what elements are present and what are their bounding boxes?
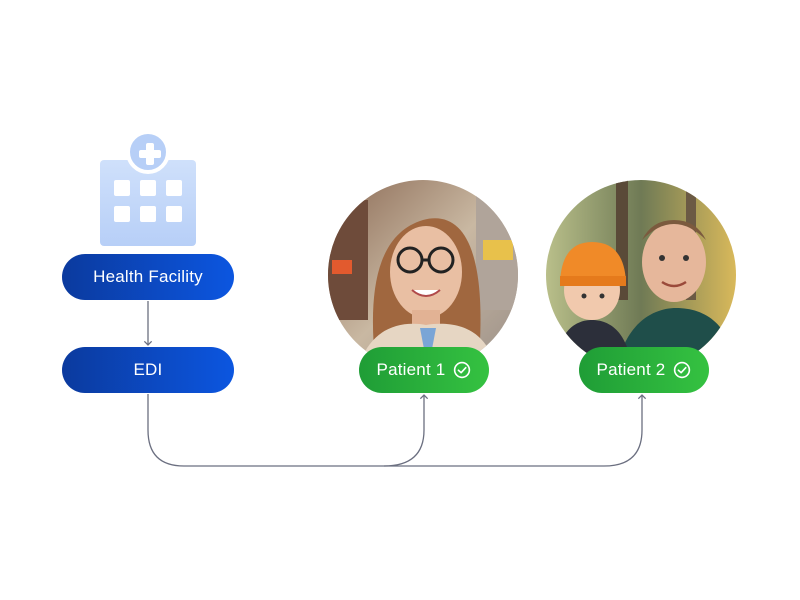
- patient2-label: Patient 2: [596, 360, 666, 379]
- check-circle-icon: [674, 361, 691, 379]
- patient2-node: Patient 2: [579, 347, 709, 393]
- patient1-node: Patient 1: [359, 347, 489, 393]
- patient2-photo: [546, 180, 736, 370]
- edi-to-patient2-connector: [384, 394, 647, 467]
- edi-to-patient1-connector: [147, 394, 429, 467]
- medical-cross-icon: [126, 130, 170, 174]
- check-circle-icon: [454, 361, 471, 379]
- patient1-photo: [328, 180, 518, 370]
- patient1-label: Patient 1: [376, 360, 446, 379]
- health-facility-node: Health Facility: [62, 254, 234, 300]
- edi-node: EDI: [62, 347, 234, 393]
- health-facility-label: Health Facility: [93, 267, 203, 286]
- hospital-building: [100, 160, 196, 246]
- edi-label: EDI: [133, 360, 163, 379]
- hospital-icon: [100, 130, 196, 248]
